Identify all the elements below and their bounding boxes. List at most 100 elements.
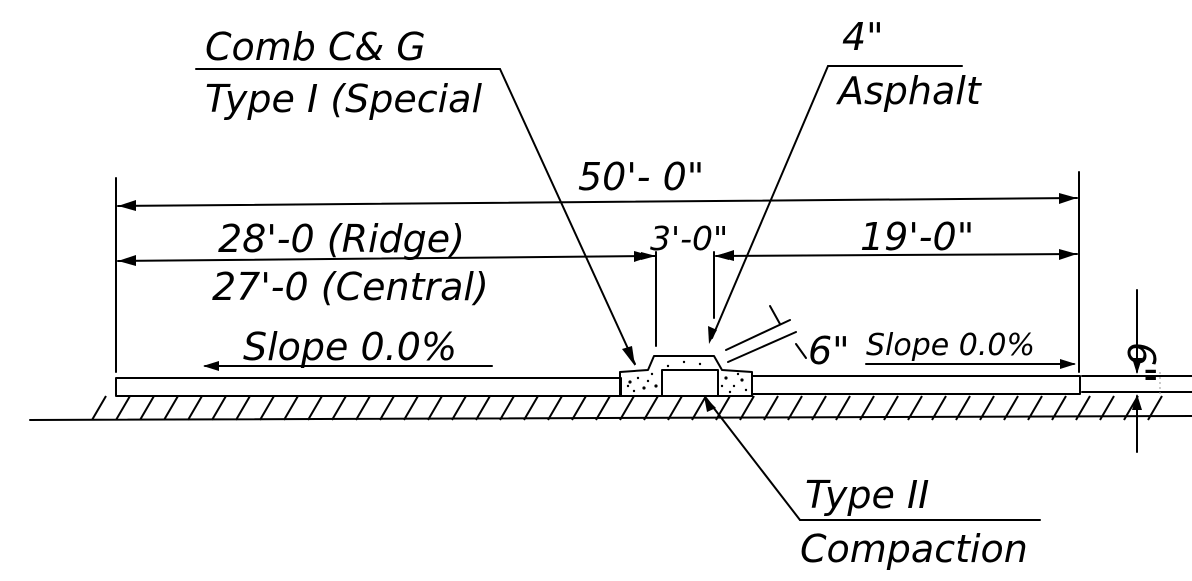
right-pavement-slab [751,375,1081,395]
left-segment-arrow-left [118,255,136,266]
hatch-stroke [1147,395,1163,421]
hatch-stroke [835,395,851,421]
hatch-stroke [691,395,707,421]
hatch-stroke [331,395,347,421]
hatch-stroke [1075,395,1091,421]
slab-depth-dimension: 6" [1119,289,1163,453]
segment-dimensions: 28'-0 (Ridge) 27'-0 (Central) 3'-0" 19'-… [117,215,1078,347]
slab-depth-label: 6" [1119,342,1163,384]
hatch-stroke [499,395,515,421]
concrete-stipple [626,360,748,394]
asphalt-label: Asphalt [835,69,983,113]
hatch-stroke [355,395,371,421]
pavement [115,375,1192,397]
hatch-stroke [475,395,491,421]
curb-leader-arrowhead [622,346,635,366]
curb-thickness-arrow-lower [795,343,807,359]
overall-dimension-line [117,197,1078,207]
asphalt-leader-line [711,65,829,339]
hatch-stroke [715,395,731,421]
hatch-stroke [787,395,803,421]
hatch-stroke [1099,395,1115,421]
right-segment-dimension-line [715,253,1078,257]
curb-label-line2: Type I (Special [205,77,482,121]
hatch-stroke [307,395,323,421]
right-segment-arrow-right [1059,249,1077,260]
overall-dim-arrow-left [118,200,136,211]
hatch-stroke [955,395,971,421]
hatch-stroke [595,395,611,421]
left-pavement-slab [115,377,622,397]
slope-right-label: Slope 0.0% [866,328,1035,363]
curb-thickness-label: 6" [808,329,850,373]
hatch-stroke [763,395,779,421]
hatch-stroke [859,395,875,421]
ground-line [29,395,1192,421]
hatch-stroke [811,395,827,421]
ground-hatching [91,395,1163,421]
hatch-stroke [643,395,659,421]
depth-dim-upper-arrow [1132,358,1142,374]
overall-dim-arrow-right [1059,193,1077,204]
hatch-stroke [403,395,419,421]
slope-right-arrowhead [1060,359,1076,369]
left-segment-dimension-line [117,255,656,262]
median-curb [619,355,753,397]
median-arrow-left [641,252,656,260]
hatch-stroke [283,395,299,421]
compaction-leader-arrowhead [704,396,716,412]
hatch-stroke [187,395,203,421]
median-arrow-right [714,252,729,260]
hatch-stroke [667,395,683,421]
hatch-stroke [427,395,443,421]
hatch-stroke [619,395,635,421]
compaction-label-line1: Type II [805,473,929,517]
hatch-stroke [451,395,467,421]
asphalt-leader-arrowhead [708,326,717,344]
asphalt-thickness-label: 4" [842,15,884,59]
hatch-stroke [523,395,539,421]
hatch-stroke [571,395,587,421]
curb-leader-line [499,68,636,365]
compaction-callout: Type II Compaction [704,396,1041,571]
hatch-stroke [259,395,275,421]
right-width-label: 19'-0" [860,215,974,259]
slope-right: Slope 0.0% [865,328,1076,369]
hatch-stroke [91,395,107,421]
left-width-central-label: 27'-0 (Central) [212,265,489,309]
slope-left-arrowhead [203,361,219,371]
slope-left: Slope 0.0% [203,325,493,371]
hatch-stroke [1003,395,1019,421]
hatch-stroke [547,395,563,421]
curb-thickness-ext-1 [725,319,791,351]
asphalt-fill-block [661,369,719,397]
hatch-stroke [907,395,923,421]
overall-width-label: 50'- 0" [578,155,704,199]
hatch-stroke [1051,395,1067,421]
overall-width-dimension: 50'- 0" [115,155,1080,373]
hatch-stroke [1027,395,1043,421]
hatch-stroke [739,395,755,421]
left-width-ridge-label: 28'-0 (Ridge) [218,217,465,261]
curb-thickness-ext-2 [727,331,797,363]
hatch-stroke [211,395,227,421]
ground-baseline [29,415,1192,421]
hatch-stroke [379,395,395,421]
median-width-label: 3'-0" [650,219,728,258]
hatch-stroke [139,395,155,421]
curb-outline [619,355,753,397]
hatch-stroke [931,395,947,421]
compaction-leader-line [705,397,801,521]
curb-label-line1: Comb C& G [205,25,426,69]
hatch-stroke [163,395,179,421]
curb-callout: Comb C& G Type I (Special [195,25,636,366]
hatch-stroke [115,395,131,421]
slope-left-label: Slope 0.0% [243,325,457,369]
compaction-label-line2: Compaction [800,527,1028,571]
depth-dim-lower-arrow [1132,394,1142,410]
curb-thickness-callout: 6" [725,305,850,373]
hatch-stroke [979,395,995,421]
asphalt-callout: 4" Asphalt [708,15,983,344]
hatch-stroke [235,395,251,421]
